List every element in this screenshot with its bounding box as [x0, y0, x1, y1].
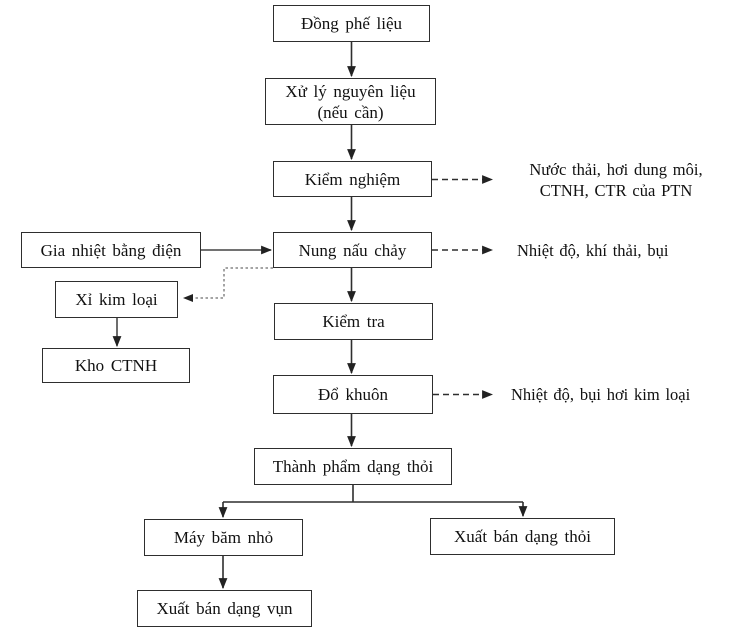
node-checking: Kiểm tra: [274, 303, 433, 340]
node-casting: Đổ khuôn: [273, 375, 433, 414]
annotation-cast-emissions: Nhiệt độ, bụi hơi kim loại: [511, 385, 691, 404]
node-hazardous-waste-store: Kho CTNH: [42, 348, 190, 383]
node-label: Đổ khuôn: [318, 385, 388, 404]
node-label: Nung nấu chảy: [298, 240, 407, 260]
node-label: Thành phẩm dạng thỏi: [272, 457, 434, 476]
node-inspection: Kiểm nghiệm: [273, 161, 432, 197]
node-label: Xỉ kim loại: [75, 290, 158, 309]
node-sublabel: (nếu cần): [317, 102, 384, 122]
node-label: Gia nhiệt bằng điện: [40, 240, 182, 260]
annotation-line: CTNH, CTR của PTN: [539, 181, 693, 200]
node-ingot-product: Thành phẩm dạng thỏi: [254, 448, 452, 485]
node-label: Kiểm tra: [322, 312, 385, 331]
node-label: Kiểm nghiệm: [304, 169, 401, 189]
node-melting: Nung nấu chảy: [273, 232, 432, 268]
node-metal-slag: Xỉ kim loại: [55, 281, 178, 318]
node-sell-ingot: Xuất bán dạng thỏi: [430, 518, 615, 555]
node-copper-scrap: Đồng phế liệu: [273, 5, 430, 42]
node-label: Kho CTNH: [74, 356, 158, 375]
node-label: Xử lý nguyên liệu: [285, 81, 416, 101]
split-connector: [223, 485, 523, 503]
node-sell-chips: Xuất bán dạng vụn: [137, 590, 312, 627]
annotation-line: Nước thải, hơi dung môi,: [529, 160, 703, 179]
node-electric-heating: Gia nhiệt bằng điện: [21, 232, 201, 268]
node-label: Máy băm nhỏ: [173, 528, 274, 547]
node-shredder: Máy băm nhỏ: [144, 519, 303, 556]
annotation-melt-emissions: Nhiệt độ, khí thải, bụi: [517, 241, 669, 260]
dotted-arrow-melt-to-slag: [183, 267, 273, 302]
node-label: Đồng phế liệu: [300, 14, 403, 33]
node-label: Xuất bán dạng thỏi: [454, 527, 591, 546]
node-label: Xuất bán dạng vụn: [156, 599, 293, 618]
annotation-test-emissions: Nước thải, hơi dung môi, CTNH, CTR của P…: [504, 159, 728, 201]
node-raw-material-treatment: Xử lý nguyên liệu (nếu cần): [265, 78, 436, 125]
